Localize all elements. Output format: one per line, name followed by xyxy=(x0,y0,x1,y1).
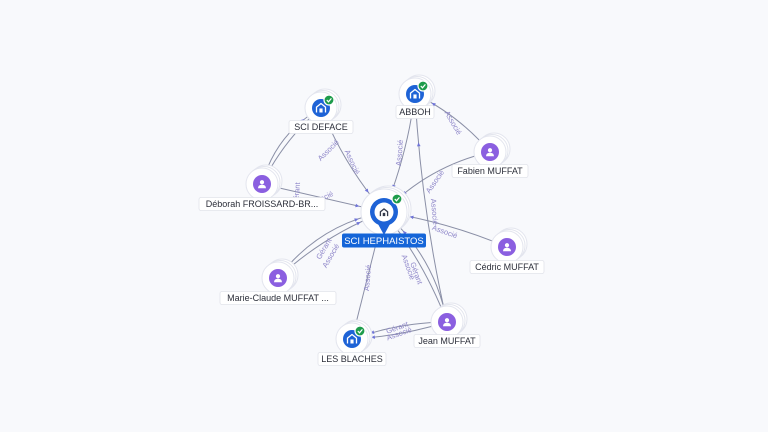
person-icon-body xyxy=(486,152,494,157)
person-icon xyxy=(503,243,511,252)
node-label-box xyxy=(317,352,387,366)
edge-arrow xyxy=(354,218,359,222)
node-blaches[interactable]: LES BLACHES xyxy=(317,319,387,366)
verified-check-icon xyxy=(391,193,403,205)
node-label-box xyxy=(451,164,529,178)
edge-label: Associé xyxy=(429,198,440,225)
node-label: Jean MUFFAT xyxy=(418,336,476,346)
person-icon-body xyxy=(443,322,451,327)
person-icon-body xyxy=(274,278,282,283)
verified-check-icon xyxy=(417,80,429,92)
edge-label: Associé xyxy=(343,148,362,176)
edge-label: Associé xyxy=(394,139,405,166)
edge-arrow xyxy=(371,335,376,339)
node-label-box xyxy=(219,291,337,305)
building-icon-shape xyxy=(346,333,358,344)
node-deborah[interactable]: Déborah FROISSARD-BR... xyxy=(198,164,326,211)
node-jean[interactable]: Jean MUFFAT xyxy=(413,302,481,348)
building-icon-door xyxy=(413,94,417,99)
node-label: Cédric MUFFAT xyxy=(475,262,539,272)
person-icon-head xyxy=(444,318,450,323)
edge-label: Associé xyxy=(316,138,341,163)
node-label: SCI DEFACE xyxy=(294,122,348,132)
node-cedric[interactable]: Cédric MUFFAT xyxy=(469,227,545,274)
node-label-box xyxy=(288,120,354,134)
node-label-box xyxy=(342,233,426,248)
edge-arrow xyxy=(356,222,361,226)
verified-check-icon xyxy=(354,325,366,337)
edge-arrow xyxy=(364,188,369,193)
node-deface[interactable]: SCI DEFACE xyxy=(288,88,354,134)
building-icon xyxy=(346,333,358,344)
node-label: Marie-Claude MUFFAT ... xyxy=(227,293,329,303)
building-icon-shape xyxy=(315,102,327,113)
person-icon xyxy=(258,180,266,189)
nodes-layer: SCI HEPHAISTOS SCI DEFACE ABBOH LES BLACHES… xyxy=(198,74,545,366)
person-icon-head xyxy=(504,243,510,248)
node-label: ABBOH xyxy=(399,107,431,117)
person-icon-head xyxy=(487,148,493,153)
node-marie[interactable]: Marie-Claude MUFFAT ... xyxy=(219,258,337,305)
edge-arrow xyxy=(416,142,421,147)
edge-arrow xyxy=(409,215,414,220)
building-icon xyxy=(379,208,389,217)
person-icon-body xyxy=(503,247,511,252)
node-label-box xyxy=(198,197,326,211)
building-icon-shape xyxy=(409,88,421,99)
node-label-box xyxy=(395,105,435,119)
building-icon-door xyxy=(319,108,323,113)
node-label: LES BLACHES xyxy=(321,354,383,364)
node-label-box xyxy=(469,260,545,274)
node-hephaistos[interactable]: SCI HEPHAISTOS xyxy=(342,185,426,248)
person-icon xyxy=(274,274,282,283)
person-icon-head xyxy=(275,274,281,279)
building-icon-door xyxy=(350,339,354,344)
node-label-box xyxy=(413,334,481,348)
building-icon-door xyxy=(382,212,386,217)
edge-arrow xyxy=(355,203,360,208)
edge-label: Associé xyxy=(424,168,446,195)
pin-tail xyxy=(378,224,390,235)
person-icon-body xyxy=(258,184,266,189)
node-label: Déborah FROISSARD-BR... xyxy=(206,199,319,209)
node-label: Fabien MUFFAT xyxy=(457,166,523,176)
edge-arrow xyxy=(431,102,436,107)
building-icon-shape xyxy=(379,208,389,217)
building-icon xyxy=(315,102,327,113)
node-abboh[interactable]: ABBOH xyxy=(395,74,436,119)
pin-inner xyxy=(374,202,394,222)
node-label: SCI HEPHAISTOS xyxy=(344,236,424,247)
node-fabien[interactable]: Fabien MUFFAT xyxy=(451,132,529,178)
person-icon-head xyxy=(259,180,265,185)
building-icon xyxy=(409,88,421,99)
person-icon xyxy=(443,318,451,327)
edge-label: Associé xyxy=(362,264,373,291)
edge-label: Gérant xyxy=(291,181,302,206)
person-icon xyxy=(486,148,494,157)
verified-check-icon xyxy=(323,94,335,106)
edge-line xyxy=(414,93,448,323)
